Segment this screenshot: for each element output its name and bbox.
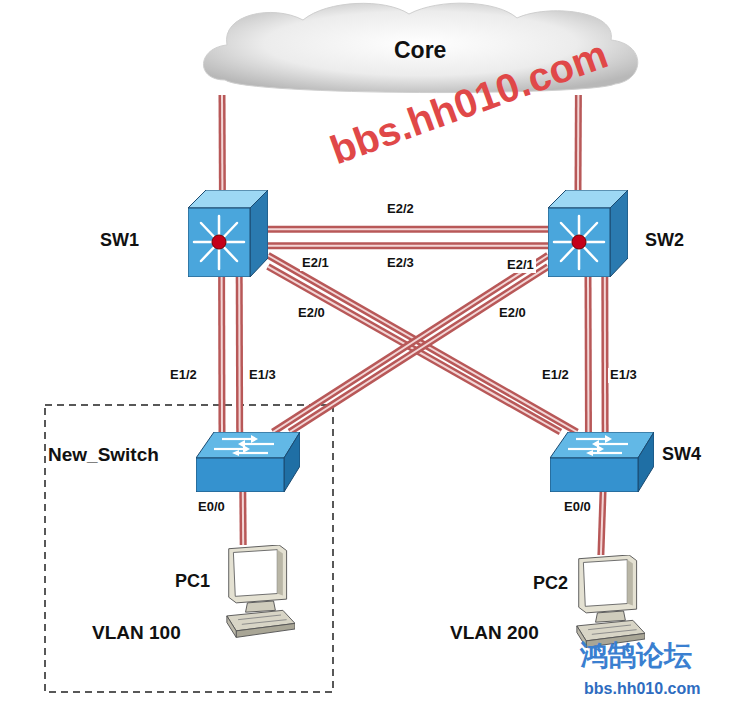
switch-name: SW1 — [100, 230, 139, 251]
multilayer-switch: SW2 — [548, 190, 628, 277]
switch-name: New_Switch — [48, 444, 159, 466]
switch-name: SW4 — [662, 444, 701, 465]
link-line — [242, 492, 243, 545]
port-label: E1/3 — [247, 368, 278, 383]
port-label: E2/3 — [385, 256, 416, 271]
cloud-label: Core — [394, 37, 446, 63]
port-label: E2/0 — [296, 306, 327, 321]
port-label: E1/2 — [540, 368, 571, 383]
port-label: E2/2 — [385, 202, 416, 217]
link-line — [268, 229, 548, 230]
switch: New_Switch — [196, 432, 300, 492]
dashed-region — [45, 405, 333, 692]
multilayer-switch-icon — [548, 190, 628, 277]
link-line — [290, 267, 548, 432]
port-label: E2/1 — [505, 258, 536, 273]
vlan-label: VLAN 200 — [450, 622, 539, 644]
switch-icon — [550, 432, 654, 492]
port-label: E0/0 — [562, 500, 593, 515]
link-line — [578, 95, 579, 190]
link-line — [604, 277, 605, 432]
pc: PC1VLAN 100 — [225, 545, 295, 643]
link-line — [222, 95, 223, 190]
pc-name: PC1 — [175, 571, 210, 592]
pc-icon — [575, 555, 645, 653]
link-line — [601, 492, 603, 555]
link-line — [239, 277, 240, 432]
switch-icon — [196, 432, 300, 492]
link-line — [221, 277, 222, 432]
port-label: E2/0 — [497, 306, 528, 321]
port-label: E1/3 — [608, 368, 639, 383]
switch-name: SW2 — [645, 230, 684, 251]
port-label: E2/1 — [300, 256, 331, 271]
switch: SW4 — [550, 432, 654, 492]
port-label: E0/0 — [196, 500, 227, 515]
watermark: bbs.hh010.com — [582, 680, 702, 698]
multilayer-switch-icon — [188, 190, 268, 277]
pc-icon — [225, 545, 295, 643]
watermark: 鸿鹄论坛 — [578, 640, 694, 672]
pc-name: PC2 — [533, 573, 568, 594]
link-line — [588, 277, 589, 432]
link-line — [268, 255, 577, 432]
multilayer-switch: SW1 — [188, 190, 268, 277]
link-line — [273, 255, 548, 432]
pc: PC2VLAN 200 — [575, 555, 645, 653]
vlan-label: VLAN 100 — [92, 622, 181, 644]
port-label: E1/2 — [168, 368, 199, 383]
link-line — [268, 245, 548, 246]
